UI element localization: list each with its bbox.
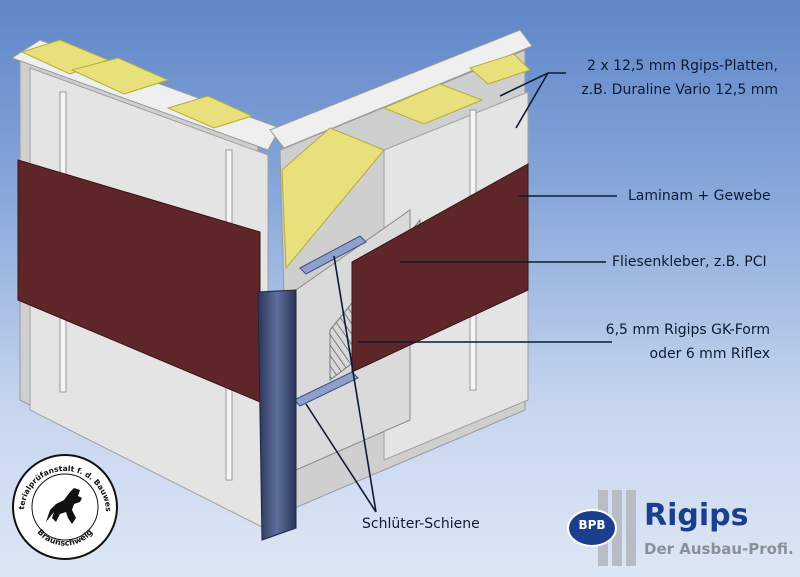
rail-lower: [293, 371, 359, 407]
rigips-logo: BPB Rigips Der Ausbau-Profi.: [566, 490, 796, 570]
mpa-seal: Materialprüfanstalt f. d. Bauwesen Braun…: [6, 445, 120, 562]
left-wall: [10, 39, 281, 531]
insulation-block: [469, 53, 531, 85]
label-plates-2: z.B. Duraline Vario 12,5 mm: [581, 82, 778, 98]
right-tile-band: [351, 163, 529, 373]
leader-lines: [305, 72, 617, 513]
insulation-block: [382, 83, 484, 125]
corner-edge-profile: [257, 289, 297, 541]
insulation-slab: [281, 127, 385, 270]
horse-icon: [46, 488, 82, 524]
label-schiene: Schlüter-Schiene: [362, 516, 480, 532]
right-top-rail: [269, 29, 533, 149]
leader-plates: [499, 72, 566, 129]
brand-slogan: Der Ausbau-Profi.: [644, 540, 794, 558]
label-gkform-2: oder 6 mm Riflex: [649, 346, 770, 362]
insulation-block: [20, 39, 110, 75]
label-gkform-1: 6,5 mm Rigips GK-Form: [605, 322, 770, 338]
label-kleber: Fliesenkleber, z.B. PCI: [612, 254, 767, 270]
leader-schiene: [305, 255, 377, 513]
insulation-block: [166, 95, 254, 129]
right-wall: [269, 29, 533, 511]
label-laminam: Laminam + Gewebe: [628, 188, 771, 204]
insulation-block: [70, 57, 170, 95]
brand-name: Rigips: [644, 498, 749, 533]
rail-upper: [299, 235, 367, 275]
bpb-badge-icon: [567, 509, 617, 547]
label-plates-1: 2 x 12,5 mm Rgips-Platten,: [586, 58, 778, 74]
bpb-badge-text: BPB: [578, 518, 606, 532]
schlueter-rails: [293, 235, 367, 407]
